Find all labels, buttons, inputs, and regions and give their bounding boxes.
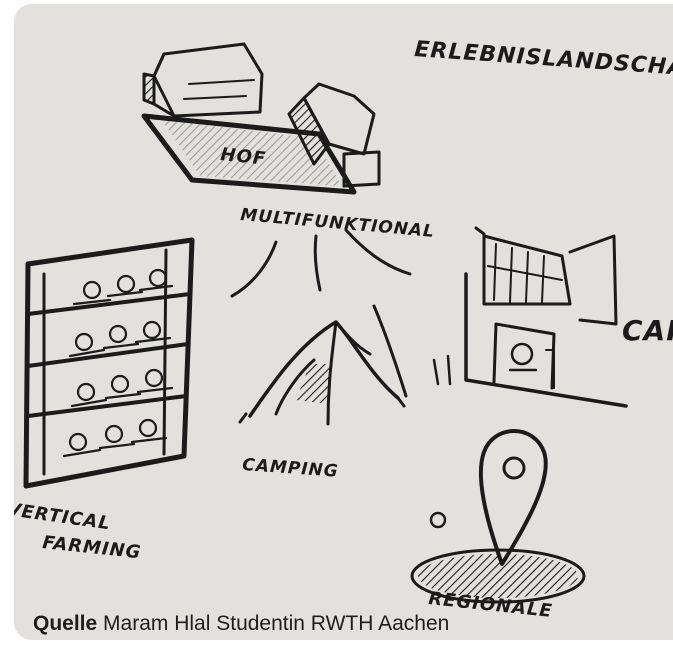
hof-label: HOF — [219, 144, 267, 170]
hand-drawn-sketch: ERLEBNISLANDSCHA HOF MULTIFUNKTIONAL CAF… — [14, 4, 673, 640]
cafe-building — [432, 226, 628, 408]
camping-tent — [238, 320, 406, 426]
caption-credit: Maram Hlal Studentin RWTH Aachen — [103, 612, 450, 635]
vertical-farming-shelf — [23, 237, 195, 489]
cafe-label: CAFE — [622, 314, 673, 347]
caption-source-label: Quelle — [33, 612, 98, 635]
image-caption: Quelle Maram Hlal Studentin RWTH Aachen — [33, 612, 449, 636]
sketch-photo: ERLEBNISLANDSCHA HOF MULTIFUNKTIONAL CAF… — [14, 4, 673, 640]
map-pin-drawing — [410, 429, 586, 604]
farm-buildings-drawing — [141, 42, 381, 195]
